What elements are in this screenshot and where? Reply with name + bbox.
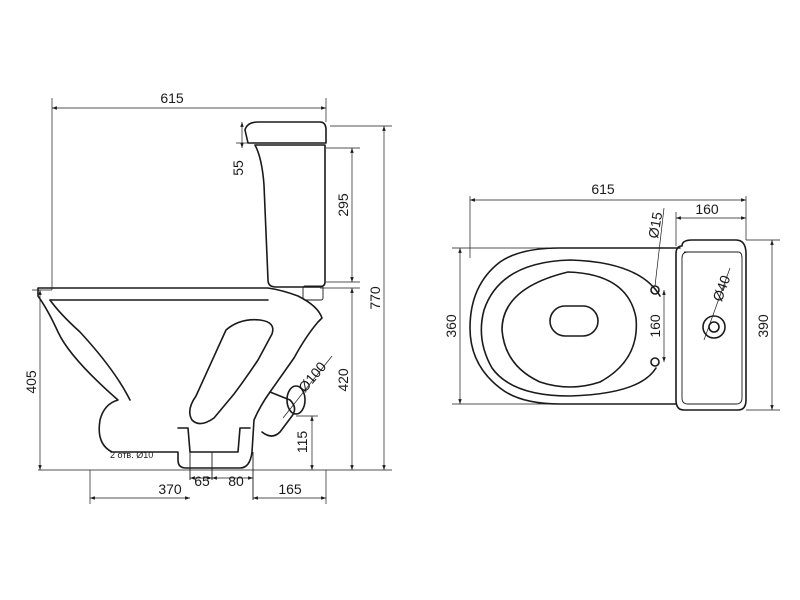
dim-tank-width: 390 [755,314,771,338]
dim-overall-width: 615 [160,90,184,106]
dim-bowl-width: 360 [443,314,459,338]
dim-hole-diameter-small: Ø15 [645,211,665,240]
dim-front-to-holes: 370 [158,481,182,497]
rim-outline [480,259,661,397]
side-view: 615 55 295 770 405 420 Ø100 115 2 отв. [23,90,392,504]
dim-outlet-height: 115 [294,431,310,454]
dim-bowl-height: 405 [23,370,39,394]
top-view: 615 160 Ø15 160 Ø40 360 390 [443,181,780,411]
dim-tank-lid-height: 55 [230,160,246,176]
fixing-hole-bottom [650,357,660,367]
dim-tank-width-offset: 160 [695,201,719,217]
bowl-outline [37,287,323,469]
bowl-top-outline [469,247,681,405]
bowl-inner-outline [501,271,638,388]
drain-outline [549,305,599,337]
dim-holes-offset-1: 65 [194,473,210,489]
button-hole-inner [708,321,720,333]
dim-overall-height: 770 [367,286,383,310]
dim-inlet-height: 420 [335,368,351,392]
dim-holes-spacing: 160 [647,314,663,338]
tank-outline [244,121,327,301]
button-hole-outer [702,315,726,339]
dim-button-hole-diameter: Ø40 [709,273,733,304]
tank-top-outline [675,239,747,411]
fixing-holes-note: 2 отв. Ø10 [110,450,153,460]
dim-overall-length: 615 [591,181,615,197]
dim-tank-height: 295 [335,193,351,217]
dim-holes-offset-2: 80 [228,473,244,489]
dim-holes-to-back: 165 [278,481,302,497]
dim-outlet-diameter: Ø100 [295,358,329,395]
